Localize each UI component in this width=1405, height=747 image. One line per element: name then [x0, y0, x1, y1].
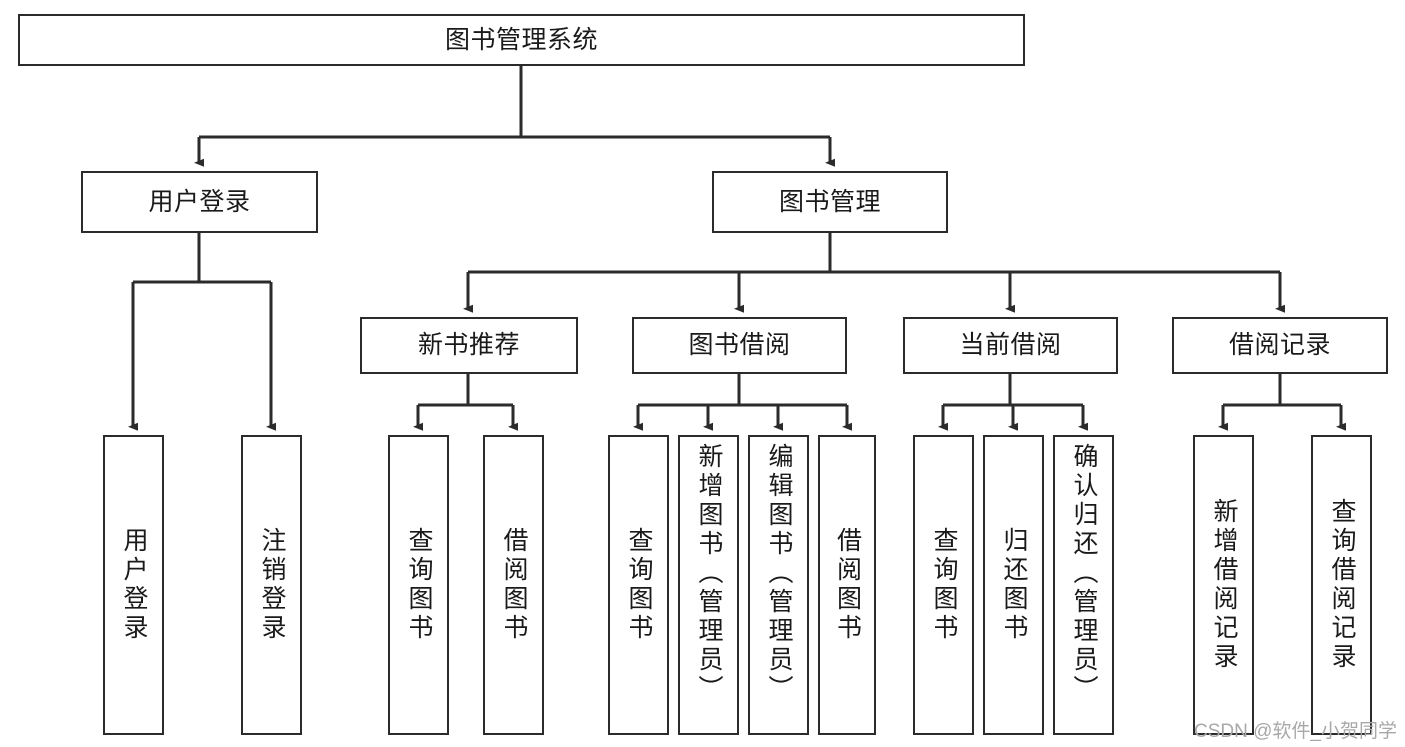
csdn-watermark: CSDN @软件_小贺同学	[1194, 721, 1397, 742]
node-book-borrow[interactable]: 图书借阅	[632, 317, 847, 374]
node-user-login-label: 用户登录	[148, 187, 251, 216]
node-root[interactable]: 图书管理系统	[18, 14, 1025, 66]
node-book-manage-label: 图书管理	[778, 187, 881, 216]
node-leaf-edit-book[interactable]: 编辑图书（管理员）	[748, 435, 809, 735]
node-leaf-add-book[interactable]: 新增图书（管理员）	[678, 435, 739, 735]
node-leaf-return-book[interactable]: 归还图书	[983, 435, 1044, 735]
node-leaf-add-book-label: 新增图书（管理员）	[695, 443, 723, 704]
node-leaf-query-book-1[interactable]: 查询图书	[388, 435, 449, 735]
node-user-login[interactable]: 用户登录	[81, 171, 318, 233]
node-current-borrow-label: 当前借阅	[959, 331, 1062, 360]
node-leaf-query-record-label: 查询借阅记录	[1328, 498, 1356, 672]
node-leaf-edit-book-label: 编辑图书（管理员）	[765, 443, 793, 704]
node-leaf-user-login[interactable]: 用户登录	[103, 435, 164, 735]
node-leaf-confirm-return-label: 确认归还（管理员）	[1070, 443, 1098, 704]
node-leaf-borrow-book-2[interactable]: 借阅图书	[818, 435, 876, 735]
node-leaf-add-record[interactable]: 新增借阅记录	[1193, 435, 1254, 735]
node-book-borrow-label: 图书借阅	[688, 331, 791, 360]
node-leaf-query-record[interactable]: 查询借阅记录	[1311, 435, 1372, 735]
node-leaf-borrow-book-1[interactable]: 借阅图书	[483, 435, 544, 735]
node-leaf-query-book-2[interactable]: 查询图书	[608, 435, 669, 735]
node-book-manage[interactable]: 图书管理	[712, 171, 948, 233]
node-new-book-rec[interactable]: 新书推荐	[360, 317, 578, 374]
node-leaf-borrow-book-1-label: 借阅图书	[500, 527, 528, 643]
node-root-label: 图书管理系统	[444, 25, 598, 54]
node-leaf-return-book-label: 归还图书	[1000, 527, 1028, 643]
node-borrow-record-label: 借阅记录	[1228, 331, 1331, 360]
node-leaf-query-book-2-label: 查询图书	[625, 527, 653, 643]
node-leaf-confirm-return[interactable]: 确认归还（管理员）	[1053, 435, 1114, 735]
node-leaf-user-login-label: 用户登录	[120, 527, 148, 643]
node-leaf-logout[interactable]: 注销登录	[241, 435, 302, 735]
node-borrow-record[interactable]: 借阅记录	[1172, 317, 1388, 374]
node-leaf-borrow-book-2-label: 借阅图书	[833, 527, 862, 643]
node-new-book-rec-label: 新书推荐	[417, 331, 520, 360]
node-leaf-query-book-3-label: 查询图书	[930, 527, 958, 643]
node-leaf-query-book-3[interactable]: 查询图书	[913, 435, 974, 735]
node-leaf-add-record-label: 新增借阅记录	[1210, 498, 1238, 672]
node-leaf-query-book-1-label: 查询图书	[405, 527, 433, 643]
node-current-borrow[interactable]: 当前借阅	[903, 317, 1118, 374]
node-leaf-logout-label: 注销登录	[258, 527, 286, 643]
